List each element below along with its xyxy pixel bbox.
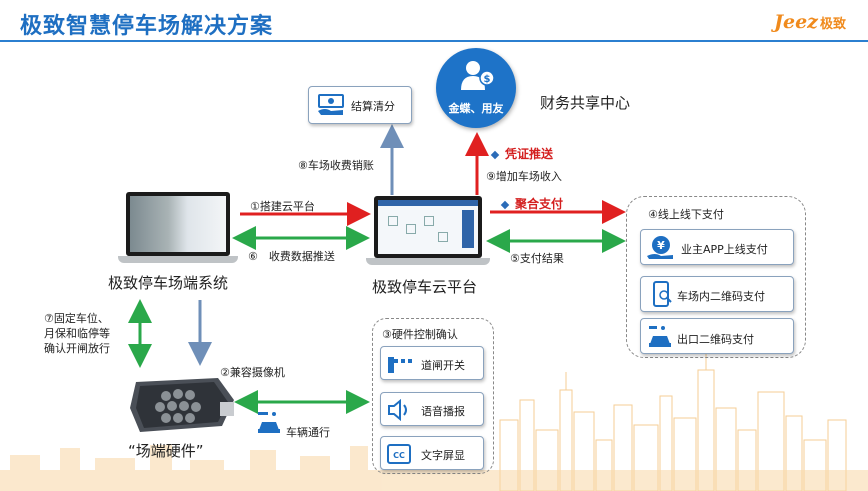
hardware-item: 语音播报 xyxy=(380,392,484,426)
title-divider xyxy=(0,40,868,42)
payment-item-label: 业主APP上线支付 xyxy=(681,243,768,256)
diamond-bullet xyxy=(490,150,500,159)
hardware-control-group xyxy=(372,318,494,474)
page-title: 极致智慧停车场解决方案 xyxy=(20,14,274,39)
hardware-item: CC 文字屏显 xyxy=(380,436,484,470)
settlement-node: 结算清分 xyxy=(308,86,412,124)
edge-9-label: ⑨增加车场收入 xyxy=(486,170,562,183)
phone-scan-icon xyxy=(653,281,672,307)
payment-item: 出口二维码支付 xyxy=(640,318,794,354)
hardware-item-label: 文字屏显 xyxy=(421,449,465,462)
local-system-laptop xyxy=(118,192,238,266)
finance-center-label: 财务共享中心 xyxy=(540,94,631,112)
hardware-item: 道闸开关 xyxy=(380,346,484,380)
speaker-icon xyxy=(388,399,407,421)
aggregate-pay-label: 聚合支付 xyxy=(500,195,564,212)
logo-cn-text: 极致 xyxy=(819,17,846,32)
hardware-item-label: 语音播报 xyxy=(421,405,465,418)
finance-icon-label: 金蝶、用友 xyxy=(448,102,504,115)
payment-group-title: ④线上线下支付 xyxy=(648,208,724,221)
svg-text:$: $ xyxy=(484,74,491,85)
cloud-dashboard xyxy=(378,200,478,254)
exit-car-icon xyxy=(649,326,671,347)
finance-system-node: $ 金蝶、用友 xyxy=(436,48,516,128)
cloud-platform-laptop xyxy=(366,196,490,268)
edge-2-label: ②兼容摄像机 xyxy=(220,366,285,379)
logo-text: Jeez xyxy=(774,11,818,33)
edge-7-label-line2: 月保和临停等 xyxy=(44,327,110,340)
local-system-label: 极致停车场端系统 xyxy=(108,274,229,292)
dashboard-tile xyxy=(438,232,448,242)
dashboard-tile xyxy=(388,216,398,226)
edge-8-label: ⑧车场收费销账 xyxy=(298,159,374,172)
svg-text:¥: ¥ xyxy=(657,239,665,252)
svg-text:CC: CC xyxy=(393,451,405,460)
vehicle-pass-label: 车辆通行 xyxy=(286,426,330,439)
payment-item-label: 出口二维码支付 xyxy=(677,333,754,346)
dashboard-sidebar xyxy=(462,210,474,248)
car-gate-icon xyxy=(258,412,280,433)
dashboard-tile xyxy=(406,224,416,234)
diamond-bullet xyxy=(500,200,510,209)
monitor-preview xyxy=(130,196,226,252)
payment-item: ¥ 业主APP上线支付 xyxy=(640,229,794,265)
aggregate-text: 聚合支付 xyxy=(515,197,564,211)
laptop-base xyxy=(118,256,238,263)
hardware-item-label: 道闸开关 xyxy=(421,359,465,372)
edge-5-label: ⑤支付结果 xyxy=(510,252,564,265)
dashboard-header xyxy=(378,200,478,206)
laptop-base xyxy=(366,258,490,265)
barrier-gate-icon xyxy=(388,357,412,373)
cloud-platform-label: 极致停车云平台 xyxy=(372,278,478,296)
voucher-text: 凭证推送 xyxy=(505,147,554,161)
yen-hand-icon: ¥ xyxy=(647,236,673,259)
camera-hardware-icon xyxy=(130,378,234,432)
payment-item: 车场内二维码支付 xyxy=(640,276,794,312)
money-hand-icon xyxy=(318,94,344,115)
edge-6-label: ⑥ 收费数据推送 xyxy=(248,250,335,263)
laptop-screen xyxy=(126,192,230,256)
settlement-label: 结算清分 xyxy=(351,100,395,113)
hardware-group-title: ③硬件控制确认 xyxy=(382,328,458,341)
payment-group xyxy=(626,196,806,358)
caption-screen-icon: CC xyxy=(387,444,411,464)
payment-item-label: 车场内二维码支付 xyxy=(677,290,765,303)
laptop-screen xyxy=(374,196,482,258)
finance-user-icon: $ xyxy=(461,61,495,90)
edge-7-label-line3: 确认开闸放行 xyxy=(44,342,110,355)
edge-7-label-line1: ⑦固定车位、 xyxy=(44,312,109,325)
voucher-push-label: 凭证推送 xyxy=(490,145,554,162)
dashboard-tile xyxy=(424,216,434,226)
hardware-label: “场端硬件” xyxy=(128,442,204,460)
edge-1-label: ①搭建云平台 xyxy=(250,200,315,213)
